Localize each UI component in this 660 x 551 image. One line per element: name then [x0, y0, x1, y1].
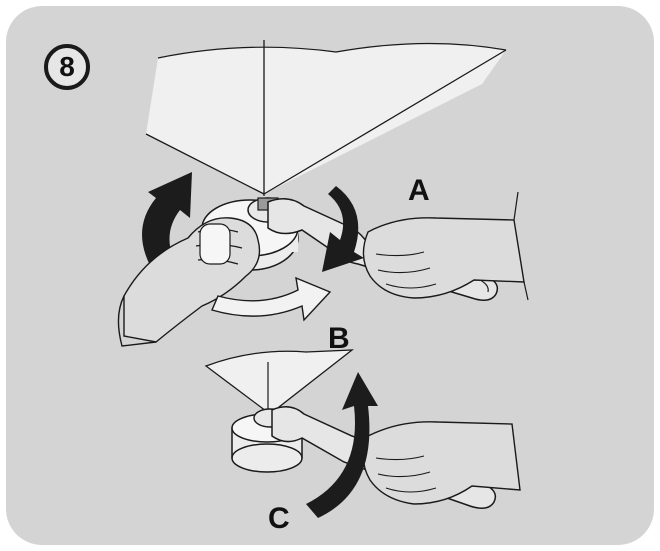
label-b: B: [328, 322, 350, 355]
label-c: C: [268, 502, 290, 535]
cone-right-line: [263, 49, 507, 195]
rotation-arrow-bottom: [306, 372, 378, 518]
label-a: A: [408, 174, 430, 207]
right-hand-bc: [362, 421, 521, 505]
material-top: [146, 43, 506, 194]
cone-left-line: [145, 133, 265, 195]
material-bottom: [204, 349, 355, 415]
step-number: 8: [59, 51, 75, 82]
right-hand-a: [362, 217, 525, 299]
step-number-badge: 8: [44, 44, 90, 90]
adjustment-knob-bottom: [231, 443, 303, 473]
illustration-panel: 8 A B C: [6, 6, 654, 545]
rotation-arrow-light: [211, 276, 332, 322]
rotation-arrow-left: [142, 172, 192, 276]
wrench-adjustment-illustration: [117, 40, 529, 518]
rotation-arrow-a: [322, 186, 364, 272]
